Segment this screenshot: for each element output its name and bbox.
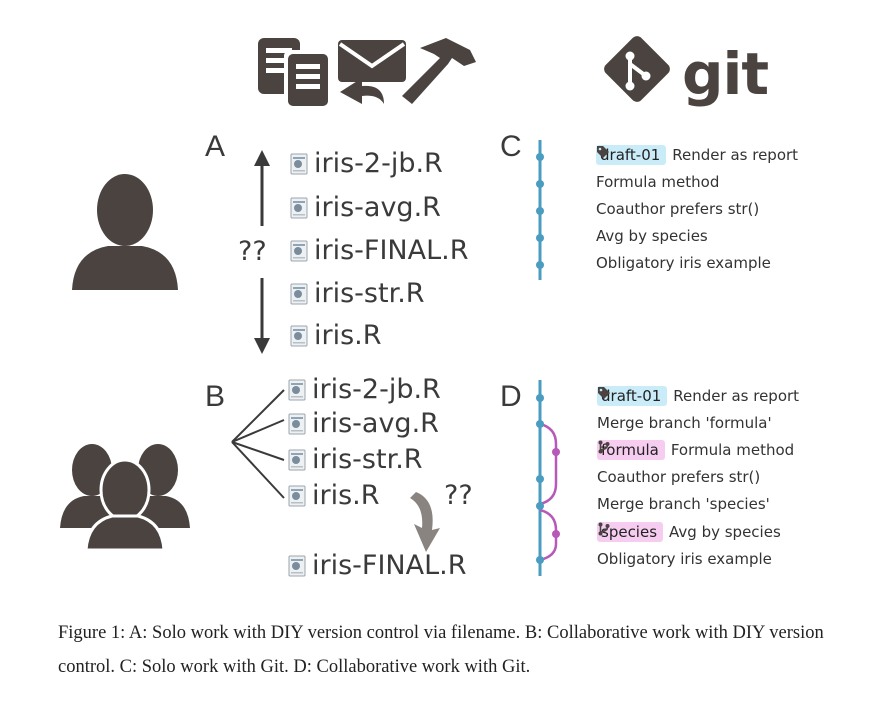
git-graph-c (536, 140, 544, 280)
commit-row: draft-01 Render as report (596, 145, 798, 165)
branch-label: formula (601, 441, 659, 459)
mail-reply-icon (338, 40, 406, 104)
git-logo-icon (604, 36, 670, 102)
file-item-final: iris-FINAL.R (288, 550, 466, 581)
file-item: iris-avg.R (290, 192, 441, 223)
git-wordmark: git (682, 40, 769, 108)
r-file-icon (290, 153, 308, 175)
file-item: iris-2-jb.R (288, 374, 441, 405)
file-item: iris-2-jb.R (290, 148, 443, 179)
r-file-icon (290, 240, 308, 262)
tag-icon (598, 387, 610, 399)
file-name: iris-FINAL.R (314, 235, 469, 266)
commit-message: Obligatory iris example (597, 550, 772, 568)
merge-arrow (410, 492, 440, 552)
commit-row: Avg by species (596, 227, 708, 245)
arrow-up (254, 150, 270, 226)
group-icon (60, 444, 190, 552)
question-marks: ?? (444, 480, 473, 511)
file-item: iris-avg.R (288, 408, 439, 439)
commit-message: Obligatory iris example (596, 254, 771, 272)
commit-message: Merge branch 'species' (597, 495, 770, 513)
branch-badge: formula (597, 440, 665, 460)
branch-icon (598, 440, 610, 454)
commit-row: Merge branch 'formula' (597, 414, 772, 432)
tag-badge: draft-01 (597, 386, 668, 406)
panel-label-b: B (205, 380, 226, 413)
commit-message: Render as report (672, 146, 799, 164)
git-graph-d (536, 380, 560, 576)
commit-message: Render as report (673, 387, 800, 405)
figure-caption: Figure 1: A: Solo work with DIY version … (58, 623, 824, 677)
tag-label: draft-01 (600, 146, 661, 164)
file-name: iris-FINAL.R (312, 550, 467, 581)
file-name: iris-str.R (314, 278, 425, 309)
commit-row: formula Formula method (597, 440, 794, 460)
r-file-icon (288, 413, 306, 435)
arrow-down (254, 278, 270, 354)
branch-badge: species (597, 522, 664, 542)
file-name: iris-avg.R (314, 192, 441, 223)
commit-message: Coauthor prefers str() (597, 468, 761, 486)
commit-row: species Avg by species (597, 522, 781, 542)
file-item: iris.R (288, 480, 380, 511)
commit-message: Formula method (596, 173, 720, 191)
commit-row: Obligatory iris example (597, 550, 772, 568)
panel-label-c: C (500, 130, 522, 163)
person-icon (72, 174, 178, 290)
file-item: iris-str.R (288, 444, 423, 475)
commit-row: Coauthor prefers str() (596, 200, 759, 218)
question-marks: ?? (238, 236, 267, 267)
r-file-icon (288, 485, 306, 507)
file-item: iris-str.R (290, 278, 425, 309)
r-file-icon (288, 379, 306, 401)
file-name: iris.R (312, 480, 380, 511)
commit-message: Merge branch 'formula' (597, 414, 772, 432)
r-file-icon (290, 283, 308, 305)
commit-message: Coauthor prefers str() (596, 200, 760, 218)
r-file-icon (288, 555, 306, 577)
commit-message: Avg by species (669, 523, 781, 541)
file-name: iris.R (314, 320, 382, 351)
commit-row: Merge branch 'species' (597, 495, 770, 513)
panel-label-d: D (500, 380, 522, 413)
commit-message: Avg by species (596, 227, 708, 245)
file-item: iris-FINAL.R (290, 235, 468, 266)
hammer-icon (402, 38, 476, 104)
r-file-icon (290, 197, 308, 219)
r-file-icon (288, 449, 306, 471)
file-name: iris-str.R (312, 444, 423, 475)
commit-row: Formula method (596, 173, 719, 191)
branch-label: species (601, 523, 658, 541)
file-name: iris-avg.R (312, 408, 439, 439)
documents-icon (258, 38, 330, 108)
file-item: iris.R (290, 320, 382, 351)
tag-badge: draft-01 (596, 145, 667, 165)
commit-row: Obligatory iris example (596, 254, 771, 272)
branch-icon (598, 522, 610, 536)
tag-label: draft-01 (601, 387, 662, 405)
branch-lines (231, 389, 285, 499)
tag-icon (597, 146, 609, 158)
file-name: iris-2-jb.R (314, 148, 443, 179)
commit-message: Formula method (670, 441, 795, 459)
panel-label-a: A (205, 130, 226, 163)
commit-row: Coauthor prefers str() (597, 468, 760, 486)
commit-row: draft-01 Render as report (597, 386, 799, 406)
file-name: iris-2-jb.R (312, 374, 441, 405)
r-file-icon (290, 325, 308, 347)
